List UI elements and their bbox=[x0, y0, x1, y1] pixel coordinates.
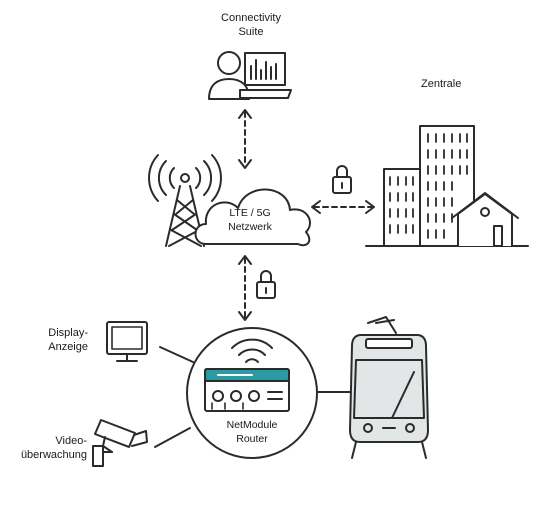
video-label: Video- überwachung bbox=[0, 434, 87, 462]
house-icon bbox=[451, 192, 519, 247]
cloud-icon bbox=[194, 188, 311, 247]
lock-icon bbox=[256, 270, 276, 299]
display-label-line1: Display- bbox=[48, 327, 88, 339]
arrow-heads-zentrale bbox=[311, 200, 375, 214]
user-laptop-icon bbox=[208, 51, 292, 100]
router-icon bbox=[204, 368, 290, 412]
link-camera-router bbox=[154, 427, 191, 448]
security-camera-icon bbox=[92, 419, 148, 467]
link-display-router bbox=[159, 346, 194, 363]
zentrale-label: Zentrale bbox=[421, 78, 462, 90]
network-label-line2: Netzwerk bbox=[228, 221, 273, 233]
arrow-heads-suite bbox=[238, 109, 252, 169]
connectivity-suite-label-line1: Connectivity bbox=[221, 12, 281, 24]
lock-icon bbox=[332, 165, 352, 194]
connectivity-suite-label-line2: Suite bbox=[238, 26, 264, 38]
video-label-line2: überwachung bbox=[20, 449, 87, 461]
display-label-line2: Anzeige bbox=[48, 341, 88, 353]
tram-icon bbox=[349, 316, 429, 459]
router-label-line2: Router bbox=[236, 433, 268, 445]
arrow-heads-router bbox=[238, 255, 252, 321]
display-label: Display- Anzeige bbox=[10, 326, 88, 354]
network-label-line1: LTE / 5G bbox=[229, 207, 270, 219]
video-label-line1: Video- bbox=[55, 435, 87, 447]
monitor-icon bbox=[106, 321, 148, 362]
wifi-icon bbox=[231, 338, 273, 363]
connectivity-suite-label: Connectivity Suite bbox=[185, 11, 317, 39]
router-label-line1: NetModule bbox=[227, 419, 278, 431]
